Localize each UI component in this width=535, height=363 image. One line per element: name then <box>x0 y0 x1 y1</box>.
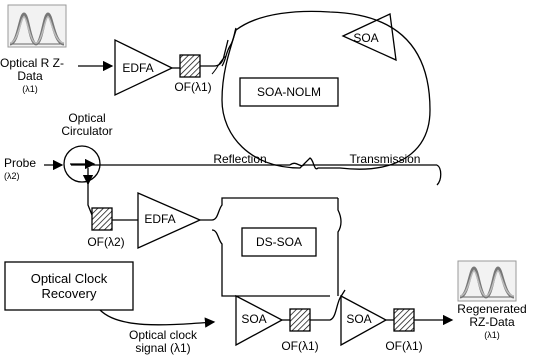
filter-bottom2-label: OF(λ1) <box>385 339 423 353</box>
soa-bottom2-label: SOA <box>346 312 372 326</box>
coupler-top <box>221 27 237 67</box>
clock-recovery-label: Optical Clock Recovery <box>30 271 108 301</box>
edfa-top-label: EDFA <box>122 61 154 75</box>
filter-middle-icon <box>91 207 113 231</box>
clock-recovery-box <box>4 261 134 311</box>
filter-top-label: OF(λ1) <box>174 80 212 94</box>
ds-soa-label: DS-SOA <box>255 235 302 249</box>
soa-bottom1-label: SOA <box>241 312 267 326</box>
output-label: Regenerated RZ-Data (λ1) <box>457 302 527 341</box>
nolm-loop <box>221 10 431 170</box>
coupler-ds-left <box>200 197 338 221</box>
edfa-middle-label: EDFA <box>144 212 176 226</box>
circulator-label: Optical Circulator <box>61 111 113 138</box>
soa-top-amplifier <box>341 13 397 62</box>
circulator-icon <box>63 145 101 183</box>
input-waveform-icon <box>7 4 67 48</box>
coupler-middle <box>289 162 305 167</box>
soa-bottom1-amplifier <box>235 294 284 347</box>
filter-bottom2-icon <box>393 308 415 332</box>
ds-soa-box <box>241 227 317 257</box>
filter-middle-label: OF(λ2) <box>87 235 125 249</box>
filter-top-icon <box>179 54 201 78</box>
filter-bottom1-label: OF(λ1) <box>281 339 319 353</box>
transmission-label: Transmission <box>349 152 421 166</box>
reflection-label: Reflection <box>213 152 267 166</box>
soa-top-label: SOA <box>353 31 379 45</box>
clock-signal-label: Optical clock signal (λ1) <box>128 328 198 355</box>
edfa-top-amplifier <box>114 38 174 97</box>
probe-label: Probe (λ2) <box>4 156 37 182</box>
nolm-label-box <box>239 77 339 107</box>
clock-signal-path <box>99 309 216 328</box>
output-waveform-icon <box>457 260 517 302</box>
nolm-label: SOA-NOLM <box>256 85 321 99</box>
filter-bottom1-icon <box>289 308 311 332</box>
input-label: Optical R Z- Data (λ1) <box>0 56 65 95</box>
soa-bottom2-amplifier <box>340 294 388 347</box>
edfa-middle-amplifier <box>137 192 202 250</box>
